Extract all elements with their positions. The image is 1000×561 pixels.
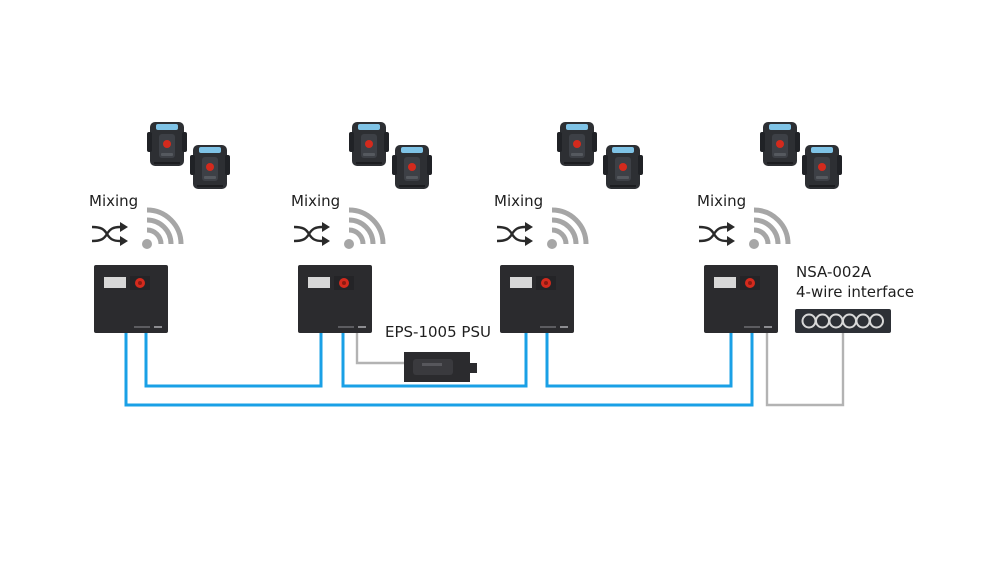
base-station-icon xyxy=(298,265,372,333)
mixing-crossover-icon xyxy=(292,220,332,248)
interface-type-label: 4-wire interface xyxy=(796,283,915,301)
mixing-crossover-icon xyxy=(90,220,130,248)
beltpack-icon xyxy=(190,145,230,189)
beltpack-icon xyxy=(392,145,432,189)
wifi-signal-icon xyxy=(749,210,788,249)
blue-links xyxy=(124,333,754,407)
station-1-mode-label: Mixing xyxy=(89,192,139,210)
base-station-icon xyxy=(94,265,168,333)
beltpack-icon xyxy=(603,145,643,189)
psu-label: EPS-1005 PSU xyxy=(385,323,491,341)
station-3-mode-label: Mixing xyxy=(494,192,544,210)
beltpack-icon xyxy=(802,145,842,189)
beltpack-icon xyxy=(147,122,187,166)
gray-wires xyxy=(355,333,845,407)
mixing-crossover-icon xyxy=(697,220,737,248)
four-wire-interface-icon xyxy=(795,309,891,333)
base-station-icon xyxy=(704,265,778,333)
interface-model-label: NSA-002A xyxy=(796,263,872,281)
beltpack-icon xyxy=(557,122,597,166)
power-supply-icon xyxy=(404,352,477,382)
beltpack-icon xyxy=(349,122,389,166)
station-4-mode-label: Mixing xyxy=(697,192,747,210)
wifi-signal-icon xyxy=(142,210,181,249)
station-2-mode-label: Mixing xyxy=(291,192,341,210)
wifi-signal-icon xyxy=(547,210,586,249)
base-station-icon xyxy=(500,265,574,333)
mixing-crossover-icon xyxy=(495,220,535,248)
wifi-signal-icon xyxy=(344,210,383,249)
beltpack-icon xyxy=(760,122,800,166)
